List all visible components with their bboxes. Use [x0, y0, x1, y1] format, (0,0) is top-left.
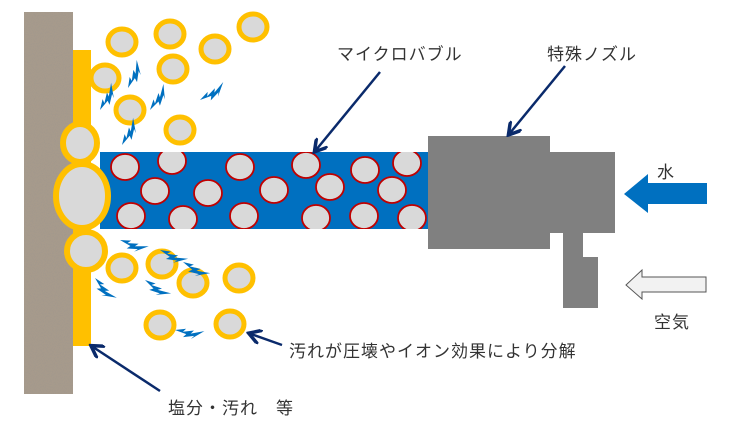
microbubble	[193, 179, 223, 207]
dirt-particle	[153, 18, 187, 50]
dirt-particle	[163, 114, 197, 146]
wall-dirt-bubbles	[53, 121, 111, 273]
microbubble	[350, 156, 380, 184]
special-nozzle-label: 特殊ノズル	[547, 45, 637, 65]
dirt-particle	[143, 309, 177, 341]
microbubble	[225, 153, 255, 181]
water-label: 水	[657, 163, 675, 183]
microbubble	[110, 153, 140, 181]
air-arrow-icon	[625, 268, 707, 301]
salt-dirt-label: 塩分・汚れ 等	[168, 399, 294, 419]
lightning-bolt-icon	[95, 278, 117, 298]
dirt-particle	[222, 262, 256, 294]
dirt-particle	[198, 33, 232, 65]
microbubble	[291, 152, 321, 179]
microbubble	[315, 173, 345, 201]
dirt-particle-group	[88, 11, 270, 341]
lightning-bolt-icon	[122, 117, 136, 145]
lightning-bolt-icon	[183, 262, 211, 276]
lightning-bolt-icon	[200, 81, 224, 101]
lightning-bolt-icon	[100, 82, 114, 110]
microbubble	[229, 202, 259, 229]
microbubble	[349, 202, 379, 229]
nozzle-leader-arrow	[510, 65, 566, 133]
lightning-bolt-icon	[160, 250, 189, 263]
lightning-bolt-icon	[120, 240, 149, 252]
dirt-particle	[213, 308, 247, 340]
lightning-bolt-icon	[145, 280, 172, 295]
microbubble	[116, 202, 146, 229]
microbubble	[168, 205, 198, 229]
lightning-bolt-icon	[150, 83, 165, 110]
microbubble-group	[110, 152, 427, 229]
microbubble	[377, 176, 407, 204]
microbubble-leader-arrow	[316, 71, 381, 150]
lightning-bolt-icon	[175, 328, 205, 339]
microbubble	[397, 204, 427, 229]
dirt-particle	[236, 11, 270, 43]
salt-dirt-leader-arrow	[93, 347, 161, 393]
microbubble	[392, 152, 422, 177]
water-arrow-icon	[624, 174, 707, 213]
microbubble	[301, 204, 331, 229]
special-nozzle	[428, 136, 615, 308]
microbubble	[157, 152, 187, 175]
lightning-bolt-icon	[128, 59, 141, 88]
decomposition-leader-arrow	[251, 334, 283, 347]
decomposition-label: 汚れが圧壊やイオン効果により分解	[289, 342, 577, 362]
dirt-particle	[105, 252, 139, 284]
lightning-group	[95, 59, 224, 339]
microbubble	[259, 176, 289, 204]
microbubble	[140, 177, 170, 205]
microbubble-label: マイクロバブル	[337, 45, 463, 65]
dirt-particle	[113, 94, 147, 126]
air-label: 空気	[654, 313, 690, 333]
dirt-particle	[156, 53, 190, 85]
dirt-particle	[88, 62, 122, 94]
dirt-particle	[105, 26, 139, 58]
